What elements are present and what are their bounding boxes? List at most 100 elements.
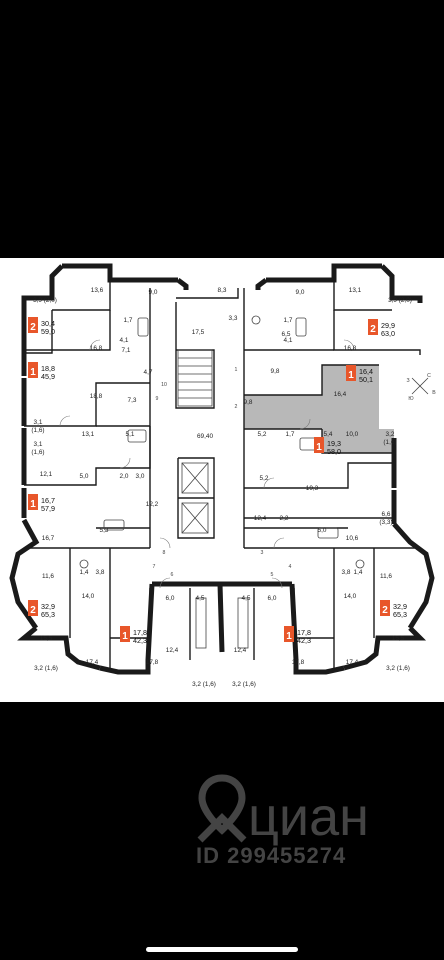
apartment-room-count: 1 bbox=[122, 631, 128, 642]
apartment-room-count: 2 bbox=[382, 605, 388, 616]
apartment-badge: 1 16,450,1 bbox=[346, 365, 373, 384]
apartment-area-living: 58,0 bbox=[327, 447, 341, 456]
door-swings bbox=[59, 339, 355, 589]
room-area-label: 4,1 bbox=[120, 337, 129, 344]
listing-id: ID 299455274 bbox=[196, 843, 347, 868]
room-area-label: 10,6 bbox=[346, 535, 359, 542]
room-area-label: 17,4 bbox=[86, 659, 99, 666]
room-area-label: 3,2 (1,6) bbox=[386, 665, 410, 672]
room-area-label: 12,4 bbox=[234, 647, 247, 654]
room-area-label: (1,6) bbox=[31, 427, 44, 434]
room-count-box bbox=[346, 365, 356, 381]
apartment-area-living: 50,1 bbox=[359, 375, 373, 384]
apartment-area-total: 30,4 bbox=[41, 319, 55, 328]
room-area-label: 1,7 bbox=[286, 431, 295, 438]
apartment-area-living: 63,0 bbox=[381, 329, 395, 338]
bathroom-fixtures bbox=[79, 315, 365, 569]
corridor-marker: 8 bbox=[163, 550, 166, 556]
room-count-box bbox=[380, 600, 390, 616]
room-area-label: (1,6) bbox=[383, 439, 396, 446]
selected-apartment-highlight bbox=[244, 365, 394, 453]
room-area-label: 12,4 bbox=[166, 647, 179, 654]
room-count-box bbox=[28, 494, 38, 510]
room-area-label: 13,6 bbox=[91, 287, 104, 294]
room-area-label: 11,6 bbox=[42, 573, 54, 580]
room-area-label: 13,1 bbox=[349, 287, 362, 294]
room-area-label: 16,8 bbox=[344, 345, 357, 352]
room-area-label: 16,4 bbox=[334, 391, 347, 398]
corridor-marker: 5 bbox=[271, 572, 274, 578]
apartment-room-count: 1 bbox=[348, 370, 354, 381]
room-area-label: 16,8 bbox=[90, 345, 103, 352]
compass-south: Ю bbox=[408, 396, 413, 402]
room-area-label: 4,5 bbox=[242, 595, 251, 602]
corridor-marker: 6 bbox=[171, 572, 174, 578]
apartment-area-total: 16,4 bbox=[359, 367, 373, 376]
compass-west: З bbox=[406, 378, 409, 384]
apartment-area-total: 29,9 bbox=[381, 321, 395, 330]
room-area-label: 6,5 bbox=[282, 331, 291, 338]
corridor-marker: 1 bbox=[235, 367, 238, 373]
room-area-label: 12,4 bbox=[254, 515, 267, 522]
room-area-label: 3,2 bbox=[386, 431, 395, 438]
room-area-label: 8,3 bbox=[218, 287, 227, 294]
room-area-label: 6,0 bbox=[268, 595, 277, 602]
apartment-area-total: 17,8 bbox=[297, 628, 311, 637]
room-area-label: 19,3 bbox=[306, 485, 319, 492]
room-area-label: 7,3 bbox=[128, 397, 137, 404]
room-area-label: 2,0 bbox=[120, 473, 129, 480]
room-count-box bbox=[120, 626, 130, 642]
room-area-label: 5,2 bbox=[258, 431, 267, 438]
apartment-area-total: 17,8 bbox=[133, 628, 147, 637]
apartment-area-total: 32,9 bbox=[393, 602, 407, 611]
room-area-label: 6,6 bbox=[382, 511, 391, 518]
corridor-marker: 9 bbox=[156, 396, 159, 402]
apartment-room-count: 1 bbox=[316, 442, 322, 453]
room-area-label: 10,0 bbox=[346, 431, 359, 438]
room-area-label: 3,9 (2,0) bbox=[33, 297, 57, 304]
room-area-label: 7,1 bbox=[122, 347, 131, 354]
room-count-box bbox=[28, 600, 38, 616]
apartment-area-living: 42,3 bbox=[297, 636, 311, 645]
compass-east: В bbox=[432, 390, 436, 396]
room-area-label: 5,0 bbox=[80, 473, 89, 480]
corridor-marker: 2 bbox=[235, 404, 238, 410]
room-area-label: (1,6) bbox=[31, 449, 44, 456]
room-area-label: 5,1 bbox=[126, 431, 135, 438]
apartment-area-living: 45,9 bbox=[41, 372, 55, 381]
apartment-area-total: 32,9 bbox=[41, 602, 55, 611]
room-area-label: 9,8 bbox=[244, 399, 253, 406]
room-area-label: 3,2 (1,6) bbox=[232, 681, 256, 688]
apartment-area-total: 19,3 bbox=[327, 439, 341, 448]
exterior-walls bbox=[9, 263, 435, 675]
room-area-label: 9,8 bbox=[271, 368, 280, 375]
cian-logo bbox=[196, 774, 248, 844]
room-area-label: 17,8 bbox=[146, 659, 159, 666]
room-area-label: 6,0 bbox=[166, 595, 175, 602]
room-area-label: 3,8 bbox=[96, 569, 105, 576]
apartment-badge: 2 32,965,3 bbox=[380, 600, 407, 619]
apartment-area-living: 65,3 bbox=[393, 610, 407, 619]
room-area-label: 3,3 bbox=[229, 315, 238, 322]
room-area-label: 1,7 bbox=[284, 317, 293, 324]
apartment-area-living: 59,0 bbox=[41, 327, 55, 336]
room-area-label: (3,3) bbox=[379, 519, 392, 526]
room-area-label: 1,4 bbox=[80, 569, 89, 576]
apartment-room-count: 1 bbox=[30, 499, 36, 510]
apartment-area-living: 65,3 bbox=[41, 610, 55, 619]
room-count-box bbox=[28, 317, 38, 333]
room-count-box bbox=[368, 319, 378, 335]
room-area-label: 4,1 bbox=[284, 337, 293, 344]
room-area-label: 9,0 bbox=[149, 289, 158, 296]
apartment-room-count: 1 bbox=[286, 631, 292, 642]
room-area-label: 17,8 bbox=[292, 659, 305, 666]
room-area-label: 14,0 bbox=[344, 593, 357, 600]
corridor-marker: 10 bbox=[161, 382, 167, 388]
room-area-label: 3,0 bbox=[136, 473, 145, 480]
room-area-label: 5,3 bbox=[100, 527, 109, 534]
